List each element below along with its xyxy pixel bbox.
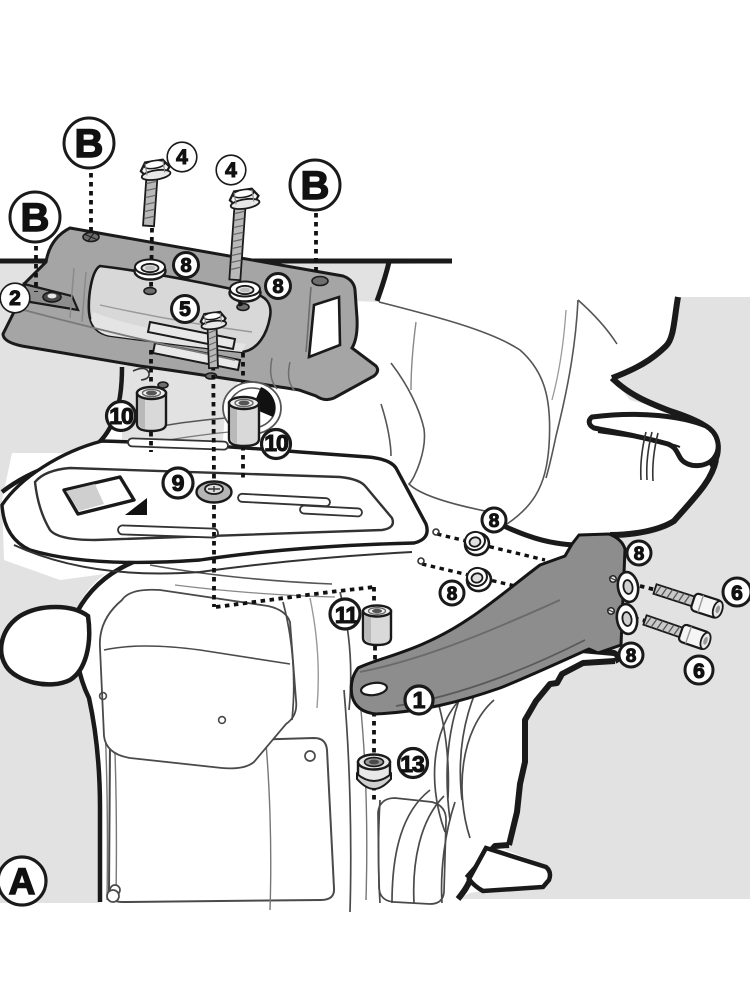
svg-text:2: 2 [9,287,21,310]
svg-text:11: 11 [335,602,359,628]
svg-text:4: 4 [176,146,188,169]
svg-text:1: 1 [413,687,426,713]
svg-text:8: 8 [180,255,191,277]
svg-text:8: 8 [447,584,458,605]
svg-text:8: 8 [634,544,645,565]
svg-text:13: 13 [400,751,424,777]
svg-text:5: 5 [179,298,191,321]
svg-text:9: 9 [172,470,185,496]
svg-text:B: B [21,196,50,240]
svg-text:8: 8 [489,511,500,532]
svg-text:8: 8 [626,646,637,667]
svg-text:4: 4 [225,159,237,182]
svg-text:10: 10 [109,403,133,429]
svg-text:B: B [75,122,104,166]
svg-text:A: A [9,861,36,902]
svg-text:10: 10 [264,430,288,456]
svg-text:8: 8 [272,276,283,298]
svg-text:6: 6 [693,660,705,683]
svg-text:B: B [301,164,330,208]
svg-text:6: 6 [731,582,743,605]
